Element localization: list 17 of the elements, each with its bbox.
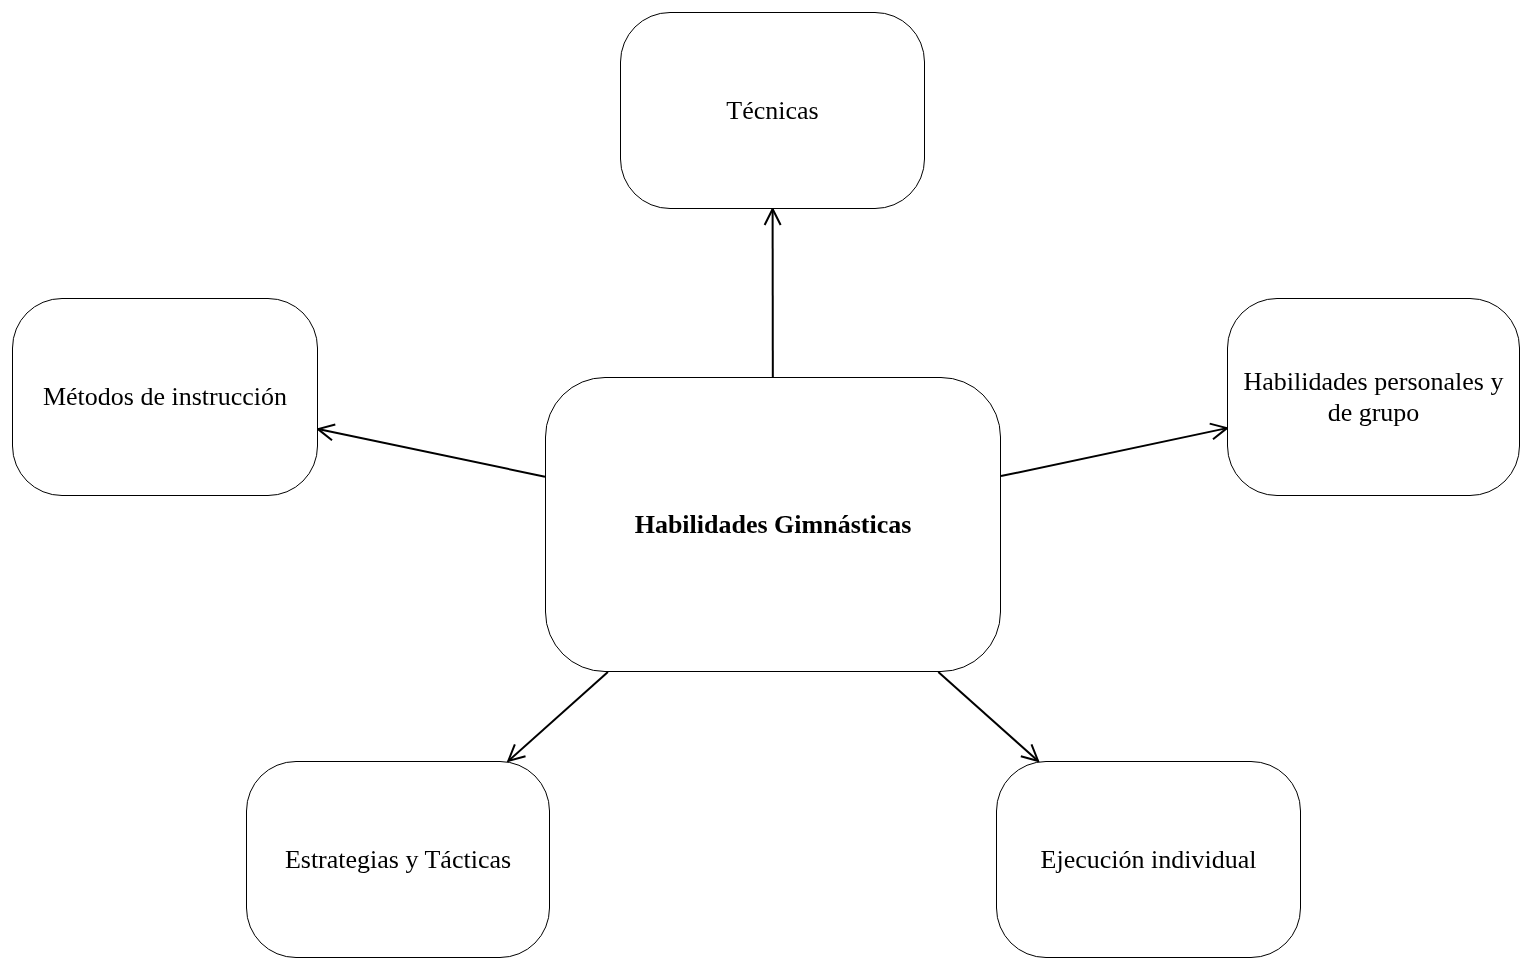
box-label: Habilidades personales y de grupo [1242, 365, 1505, 429]
box-label: Métodos de instrucción [42, 381, 288, 413]
arrow [763, 208, 782, 378]
rounded-box [246, 761, 550, 958]
rounded-box [1227, 298, 1520, 496]
rounded-box [12, 298, 318, 496]
central-title: Habilidades Gimnásticas [634, 508, 912, 541]
arrow [507, 671, 609, 762]
rounded-box [620, 12, 925, 209]
rounded-box [545, 377, 1001, 672]
arrow [937, 671, 1040, 762]
rounded-box [996, 761, 1301, 958]
arrow [1000, 422, 1228, 478]
box-label: Ejecución individual [1040, 843, 1257, 876]
box-label: Técnicas [726, 94, 819, 127]
box-label: Estrategias y Tácticas [284, 843, 512, 876]
arrow [317, 423, 546, 478]
